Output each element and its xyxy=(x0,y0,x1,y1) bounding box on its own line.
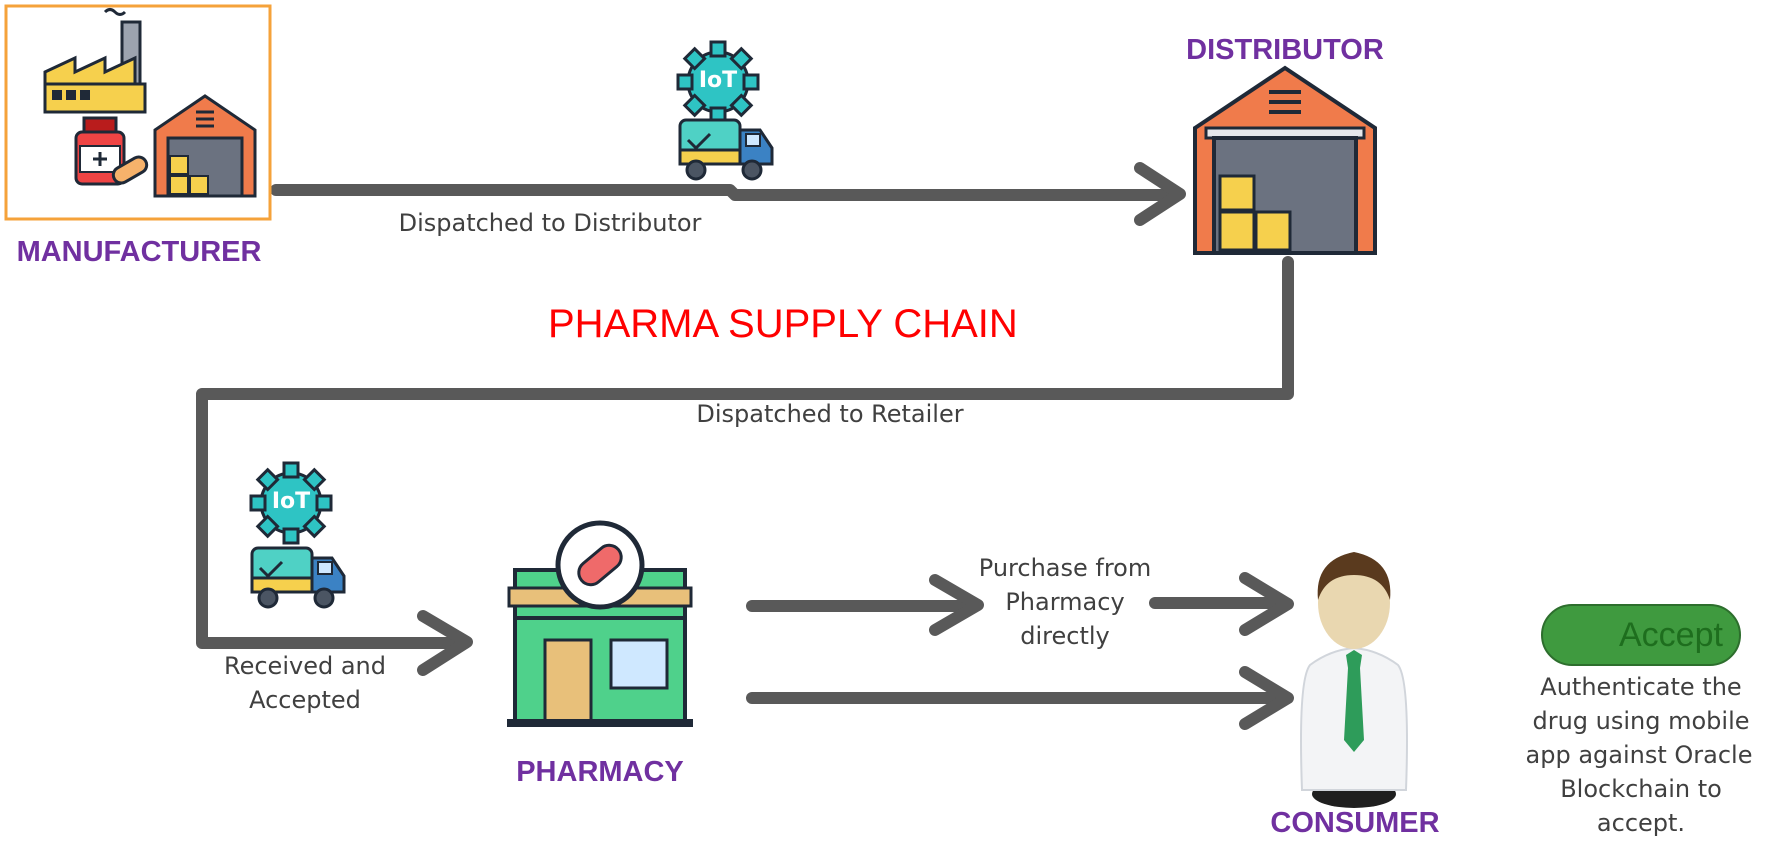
arrow-manufacturer-to-distributor xyxy=(270,184,1176,201)
consumer-label: CONSUMER xyxy=(1270,807,1440,839)
pharmacy-label: PHARMACY xyxy=(516,756,684,788)
iot-truck-icon-2 xyxy=(249,461,346,609)
arrow-head-purchase xyxy=(929,574,984,636)
accept-caption-3: app against Oracle xyxy=(1525,741,1753,769)
pharmacy-icon xyxy=(507,520,693,727)
distributor-label: DISTRIBUTOR xyxy=(1186,34,1384,66)
iot-truck-icon xyxy=(676,40,774,181)
accept-button[interactable]: Accept xyxy=(1541,604,1741,666)
edge-label-purchase-3: directly xyxy=(1020,622,1110,650)
arrow-distributor-to-pharmacy xyxy=(196,256,1294,649)
edge-label-to-retailer: Dispatched to Retailer xyxy=(696,400,964,428)
accept-caption-1: Authenticate the xyxy=(1540,673,1742,701)
consumer-icon xyxy=(1300,552,1408,808)
accept-caption-4: Blockchain to xyxy=(1560,775,1722,803)
iot-label: IoT xyxy=(698,68,738,93)
accept-caption-2: drug using mobile xyxy=(1532,707,1750,735)
edge-label-received-2: Accepted xyxy=(249,686,361,714)
warehouse-icon xyxy=(1193,65,1377,255)
arrow-head-pharmacy xyxy=(417,610,473,676)
flow-arrows xyxy=(196,162,1294,730)
edge-label-purchase-1: Purchase from xyxy=(978,554,1152,582)
edge-label-received-1: Received and xyxy=(224,652,386,680)
accept-button-label: Accept xyxy=(1619,615,1723,654)
manufacturer-label: MANUFACTURER xyxy=(16,236,262,268)
diagram-title: PHARMA SUPPLY CHAIN xyxy=(548,302,1018,346)
edge-label-purchase-2: Pharmacy xyxy=(1005,588,1125,616)
edge-label-to-distributor: Dispatched to Distributor xyxy=(398,209,702,237)
arrow-head-consumer-1 xyxy=(1239,572,1294,636)
arrow-head-distributor xyxy=(1134,162,1186,226)
arrow-head-consumer-2 xyxy=(1239,666,1294,730)
accept-caption-5: accept. xyxy=(1596,809,1686,837)
iot-label-2: IoT xyxy=(271,489,311,514)
manufacturer-icon xyxy=(4,4,272,221)
